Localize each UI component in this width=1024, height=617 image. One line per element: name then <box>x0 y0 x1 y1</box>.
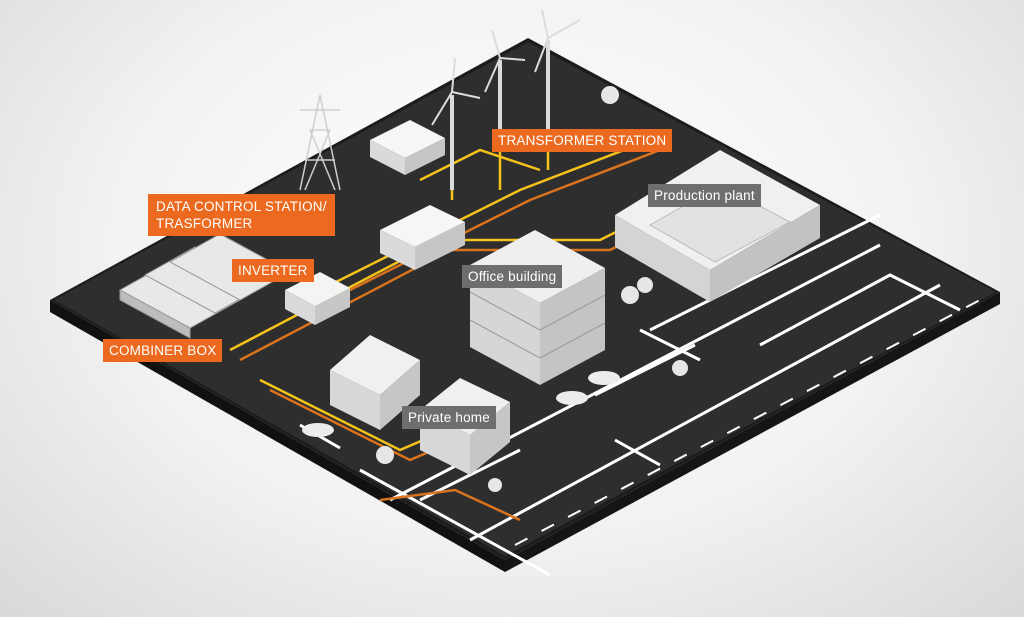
inverter-unit <box>285 272 350 325</box>
inverter-label: INVERTER <box>232 259 314 282</box>
parked-cars <box>302 371 620 437</box>
combiner-box-label: COMBINER BOX <box>103 339 223 362</box>
power-pylon <box>299 94 341 191</box>
office-building-label: Office building <box>462 265 563 288</box>
transformer-station-label: TRANSFORMER STATION <box>492 129 673 152</box>
trees <box>376 86 688 492</box>
production-plant-label: Production plant <box>648 184 761 207</box>
wind-turbines <box>431 9 581 190</box>
private-home-label: Private home <box>402 406 496 429</box>
data-control-station-label: DATA CONTROL STATION/ TRASFORMER <box>148 194 335 236</box>
transformer-building <box>370 120 465 270</box>
